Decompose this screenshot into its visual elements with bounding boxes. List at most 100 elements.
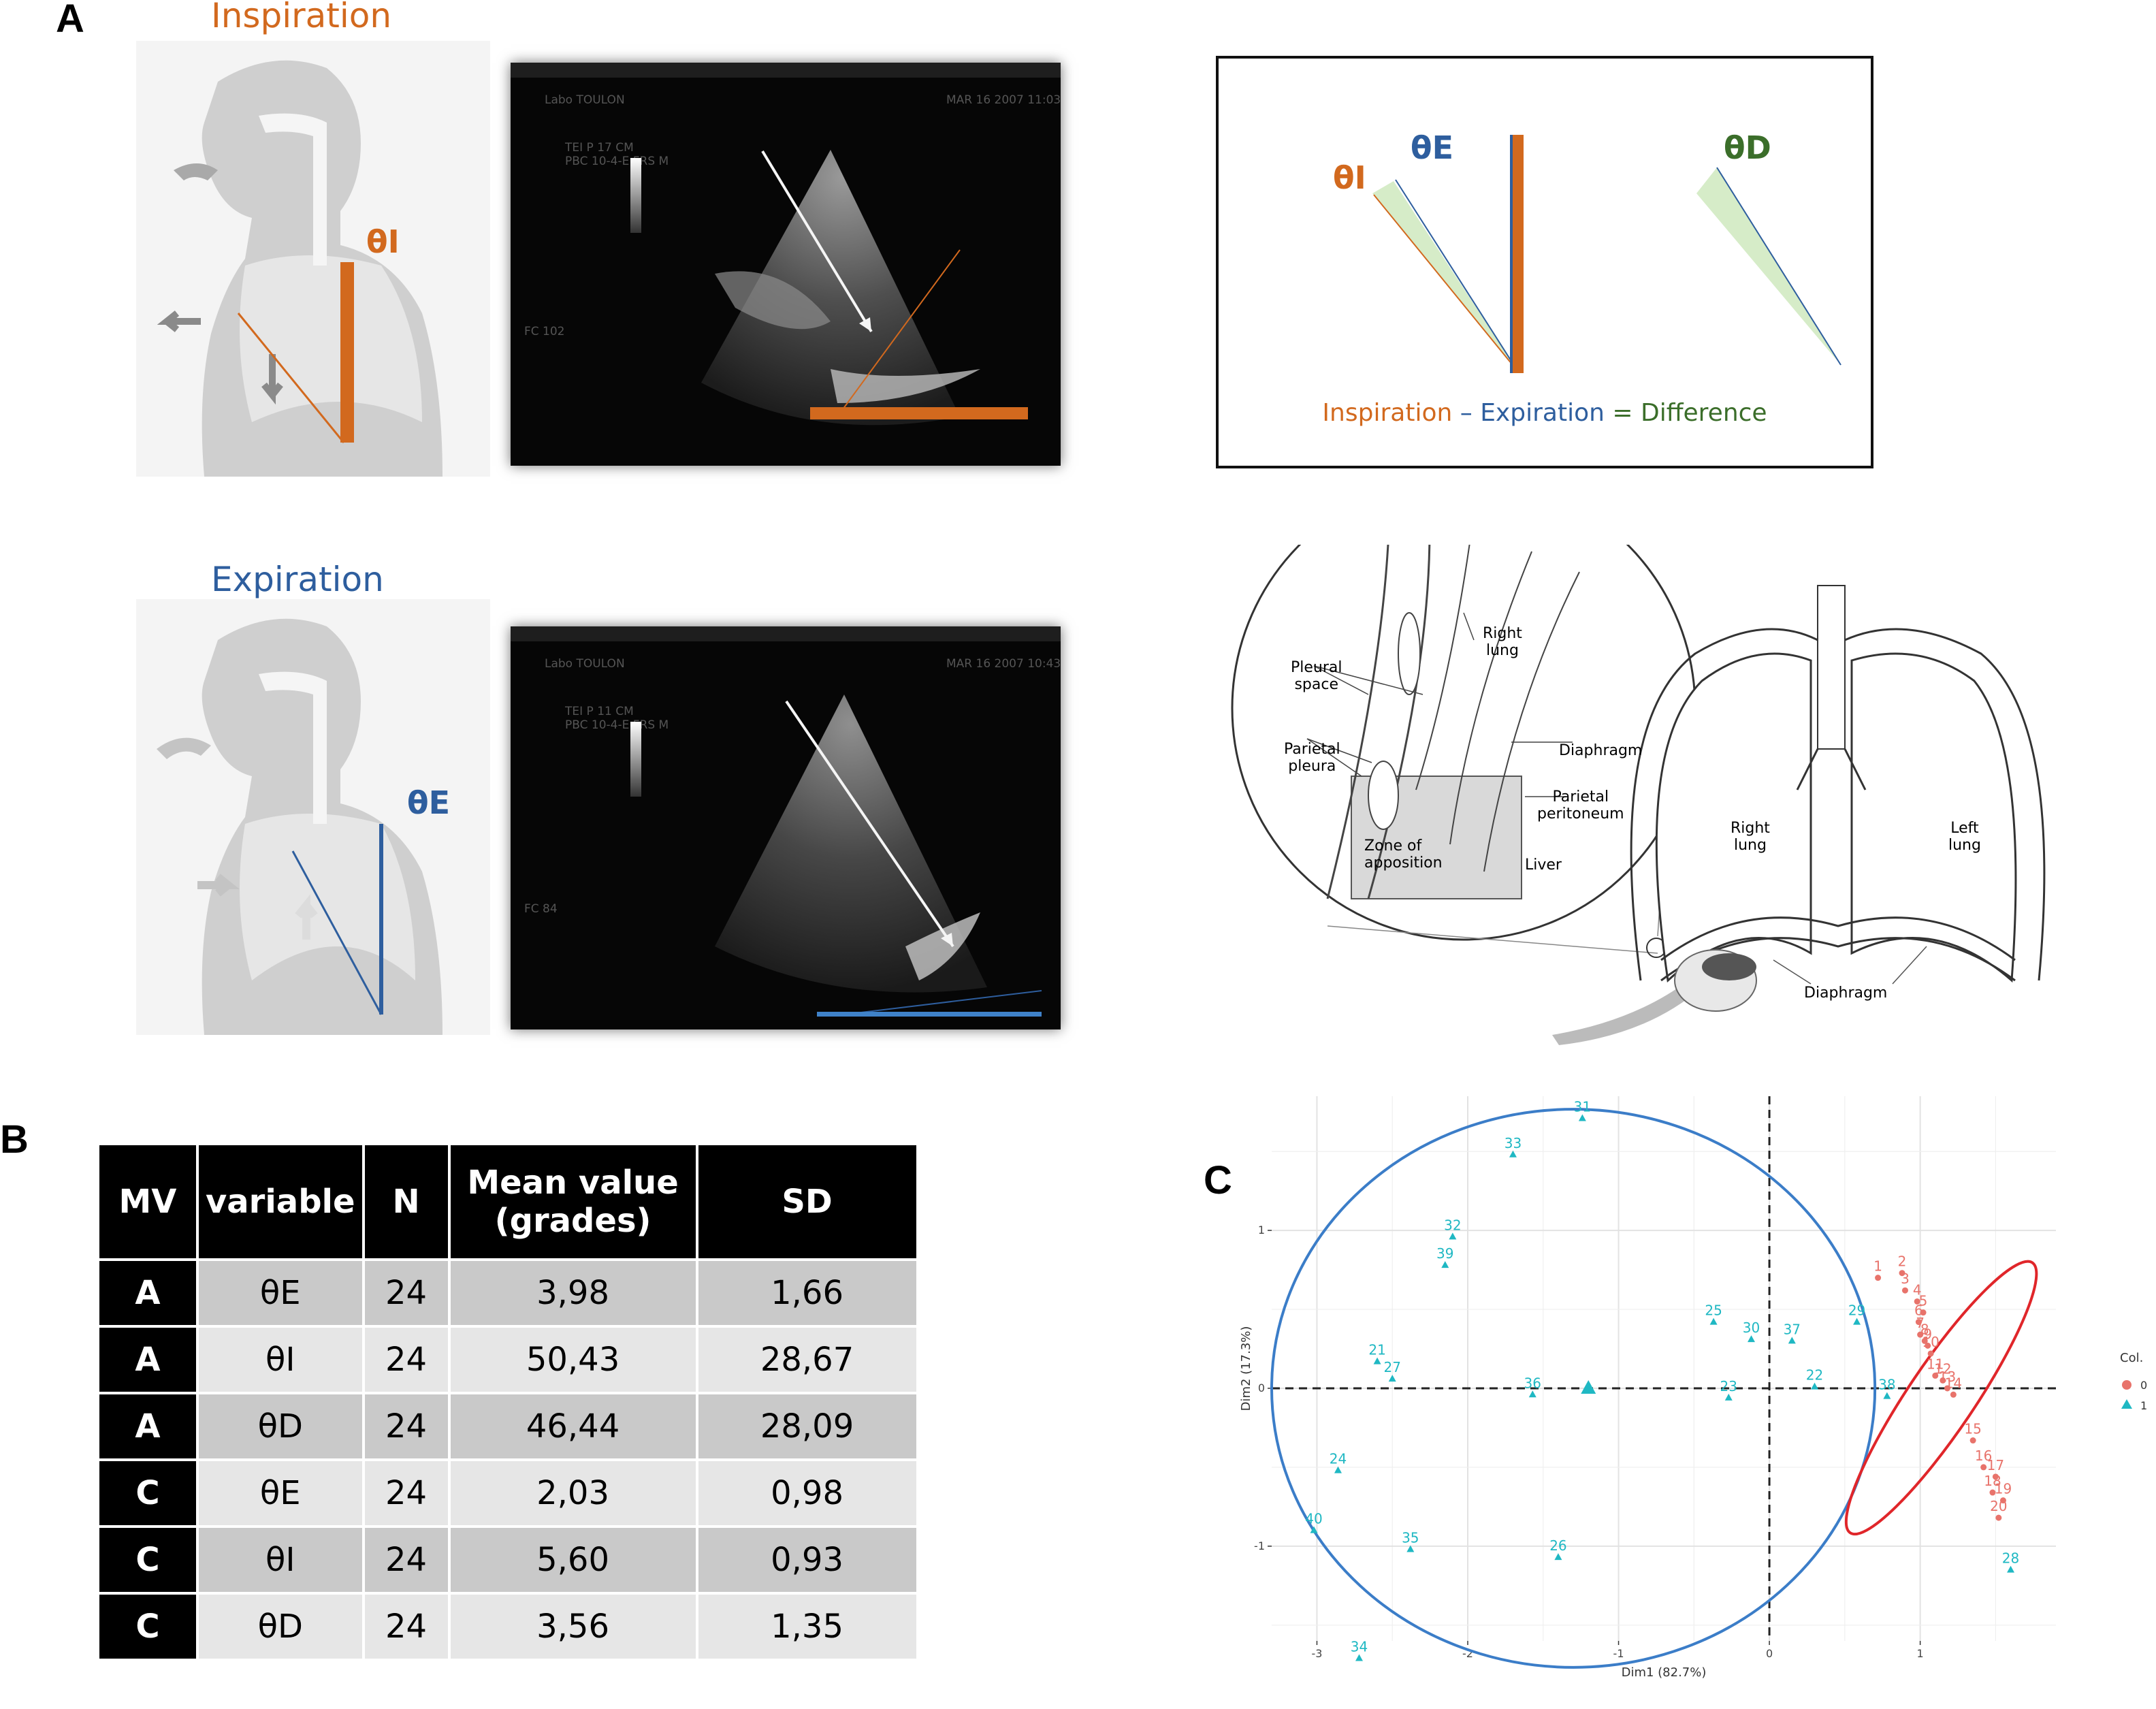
anatomy-illustration [1231, 545, 2046, 1045]
point-label: 4 [1913, 1281, 1922, 1298]
point-label: 14 [1945, 1375, 1962, 1391]
theta-e-label-schematic: θE [1411, 129, 1454, 166]
point-label: 5 [1919, 1293, 1928, 1309]
cell-sd: 1,35 [698, 1595, 916, 1659]
label-parietal-peritoneum: Parietal peritoneum [1537, 788, 1624, 822]
label-right-lung-inset: Right lung [1483, 625, 1522, 659]
point-group-0 [1899, 1270, 1905, 1277]
difference-equation: Inspiration – Expiration = Difference [1219, 399, 1871, 427]
col-header-variable: variable [199, 1145, 362, 1258]
point-label: 33 [1505, 1135, 1522, 1151]
point-group-1 [1310, 1526, 1318, 1533]
point-label: 18 [1984, 1473, 2001, 1489]
point-label: 26 [1549, 1537, 1566, 1554]
point-group-0 [1925, 1342, 1931, 1349]
ultrasound-inspiration: Labo TOULON MAR 16 2007 11:03 TEI P 17 C… [511, 63, 1061, 466]
cell-mv: C [99, 1461, 196, 1525]
svg-text:MAR 16 2007 10:43: MAR 16 2007 10:43 [946, 657, 1061, 671]
point-group-1 [2007, 1565, 2015, 1573]
cell-n: 24 [364, 1394, 448, 1458]
point-label: 23 [1720, 1378, 1737, 1394]
legend-swatch [2121, 1399, 2132, 1409]
centroid-marker [1581, 1379, 1596, 1394]
equation-equals: = [1604, 399, 1641, 427]
equation-minus: – [1452, 399, 1481, 427]
point-group-0 [1980, 1464, 1987, 1471]
label-pleural-space: Pleural space [1291, 659, 1342, 693]
cell-mean: 2,03 [450, 1461, 696, 1525]
col-header-mv: MV [99, 1145, 196, 1258]
point-group-1 [1449, 1232, 1457, 1240]
label-left-lung: Left lung [1948, 820, 1981, 854]
cell-mv: A [99, 1328, 196, 1392]
point-label: 30 [1743, 1320, 1760, 1336]
point-group-1 [1406, 1545, 1415, 1552]
cell-n: 24 [364, 1261, 448, 1325]
point-label: 27 [1384, 1359, 1401, 1375]
point-label: 12 [1934, 1360, 1951, 1377]
point-label: 21 [1368, 1342, 1385, 1358]
point-label: 20 [1990, 1498, 2007, 1514]
y-tick-label: -1 [1254, 1539, 1265, 1552]
cell-sd: 28,09 [698, 1394, 916, 1458]
point-group-1 [1747, 1335, 1755, 1343]
panel-c-letter: C [1204, 1158, 1232, 1202]
point-label: 40 [1305, 1511, 1322, 1527]
cell-mv: C [99, 1528, 196, 1592]
point-label: 11 [1927, 1356, 1944, 1372]
cell-n: 24 [364, 1595, 448, 1659]
point-group-1 [1724, 1393, 1733, 1401]
svg-text:PBC 10-4-E FRS M: PBC 10-4-E FRS M [565, 718, 669, 732]
point-label: 38 [1878, 1377, 1895, 1393]
point-label: 39 [1436, 1245, 1453, 1262]
point-group-1 [1578, 1114, 1586, 1121]
cell-mean: 3,56 [450, 1595, 696, 1659]
cell-mv: C [99, 1595, 196, 1659]
point-group-1 [1853, 1317, 1861, 1325]
cell-n: 24 [364, 1528, 448, 1592]
cell-n: 24 [364, 1328, 448, 1392]
point-label: 32 [1444, 1217, 1461, 1233]
x-tick-label: 0 [1766, 1647, 1773, 1660]
point-group-1 [1811, 1382, 1819, 1390]
cell-variable: θE [199, 1461, 362, 1525]
point-group-1 [1554, 1553, 1562, 1561]
legend-label: 0 [2140, 1379, 2147, 1392]
ultrasound-expiration: Labo TOULON MAR 16 2007 10:43 TEI P 11 C… [511, 626, 1061, 1029]
equation-term-inspiration: Inspiration [1322, 399, 1453, 427]
label-diaphragm-inset: Diaphragm [1559, 742, 1643, 759]
plot-area [1272, 1096, 2056, 1641]
point-label: 7 [1916, 1315, 1925, 1331]
svg-text:PBC 10-4-E FRS M: PBC 10-4-E FRS M [565, 155, 669, 168]
cell-sd: 28,67 [698, 1328, 916, 1392]
point-group-1 [1355, 1654, 1363, 1661]
svg-text:Labo TOULON: Labo TOULON [545, 657, 625, 671]
point-group-0 [1995, 1514, 2002, 1521]
x-tick-label: -1 [1613, 1647, 1624, 1660]
ellipse-group-1 [1270, 1108, 1877, 1669]
cell-mv: A [99, 1394, 196, 1458]
col-header-mean: Mean value (grades) [450, 1145, 696, 1258]
point-group-0 [1989, 1489, 1996, 1496]
y-axis-label: Dim2 (17.3%) [1239, 1326, 1253, 1411]
inspiration-silhouette [136, 41, 490, 477]
point-label: 2 [1898, 1253, 1907, 1270]
point-label: 36 [1524, 1375, 1541, 1391]
label-liver: Liver [1525, 857, 1562, 874]
inspiration-label: Inspiration [211, 0, 392, 35]
theta-i-label-schematic: θI [1333, 159, 1366, 196]
point-group-0 [1969, 1437, 1976, 1444]
legend-swatch [2122, 1380, 2131, 1390]
cell-n: 24 [364, 1461, 448, 1525]
point-group-0 [1927, 1350, 1934, 1357]
ellipse-group-0 [1844, 1260, 2038, 1536]
point-group-0 [1915, 1319, 1922, 1326]
point-label: 10 [1922, 1334, 1939, 1350]
cell-variable: θE [199, 1261, 362, 1325]
